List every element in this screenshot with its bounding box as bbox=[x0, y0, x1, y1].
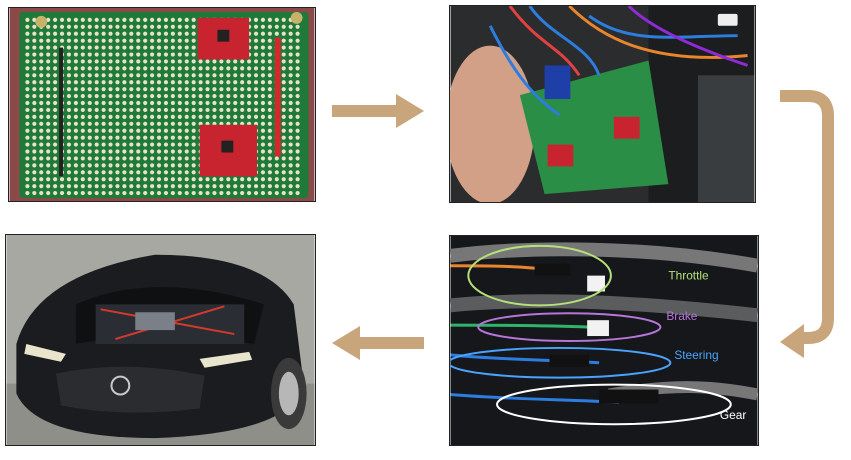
steering-label: Steering bbox=[674, 348, 718, 362]
black-wire bbox=[59, 47, 64, 177]
arrow-left-1 bbox=[332, 326, 424, 360]
headlight-left bbox=[24, 343, 66, 362]
logo-emblem bbox=[110, 375, 131, 396]
hand bbox=[450, 45, 535, 202]
toy-car-image bbox=[5, 234, 316, 446]
car-icon bbox=[6, 235, 315, 445]
headlight-right bbox=[199, 351, 253, 368]
wiring-connectors-image: Throttle Brake Steering Gear bbox=[449, 235, 759, 446]
throttle-label: Throttle bbox=[668, 269, 709, 283]
hand-holding-board-icon bbox=[450, 6, 755, 202]
red-wire bbox=[274, 37, 281, 157]
pcb-board-image bbox=[8, 7, 316, 202]
wired-board-image bbox=[449, 5, 756, 203]
arrow-right-1 bbox=[332, 94, 424, 128]
arrow-down-curved bbox=[780, 90, 834, 358]
brake-ellipse bbox=[477, 312, 662, 342]
steering-ellipse bbox=[450, 346, 672, 379]
pcb-icon bbox=[9, 8, 315, 201]
sensor-2 bbox=[613, 116, 640, 139]
grille bbox=[55, 366, 205, 413]
gear-ellipse bbox=[496, 383, 732, 426]
brake-label: Brake bbox=[666, 309, 697, 323]
throttle-ellipse bbox=[467, 244, 612, 307]
gear-label: Gear bbox=[720, 408, 746, 422]
connectors-diagram: Throttle Brake Steering Gear bbox=[450, 236, 758, 445]
relay-module bbox=[544, 65, 571, 100]
sensor-1 bbox=[547, 144, 574, 167]
